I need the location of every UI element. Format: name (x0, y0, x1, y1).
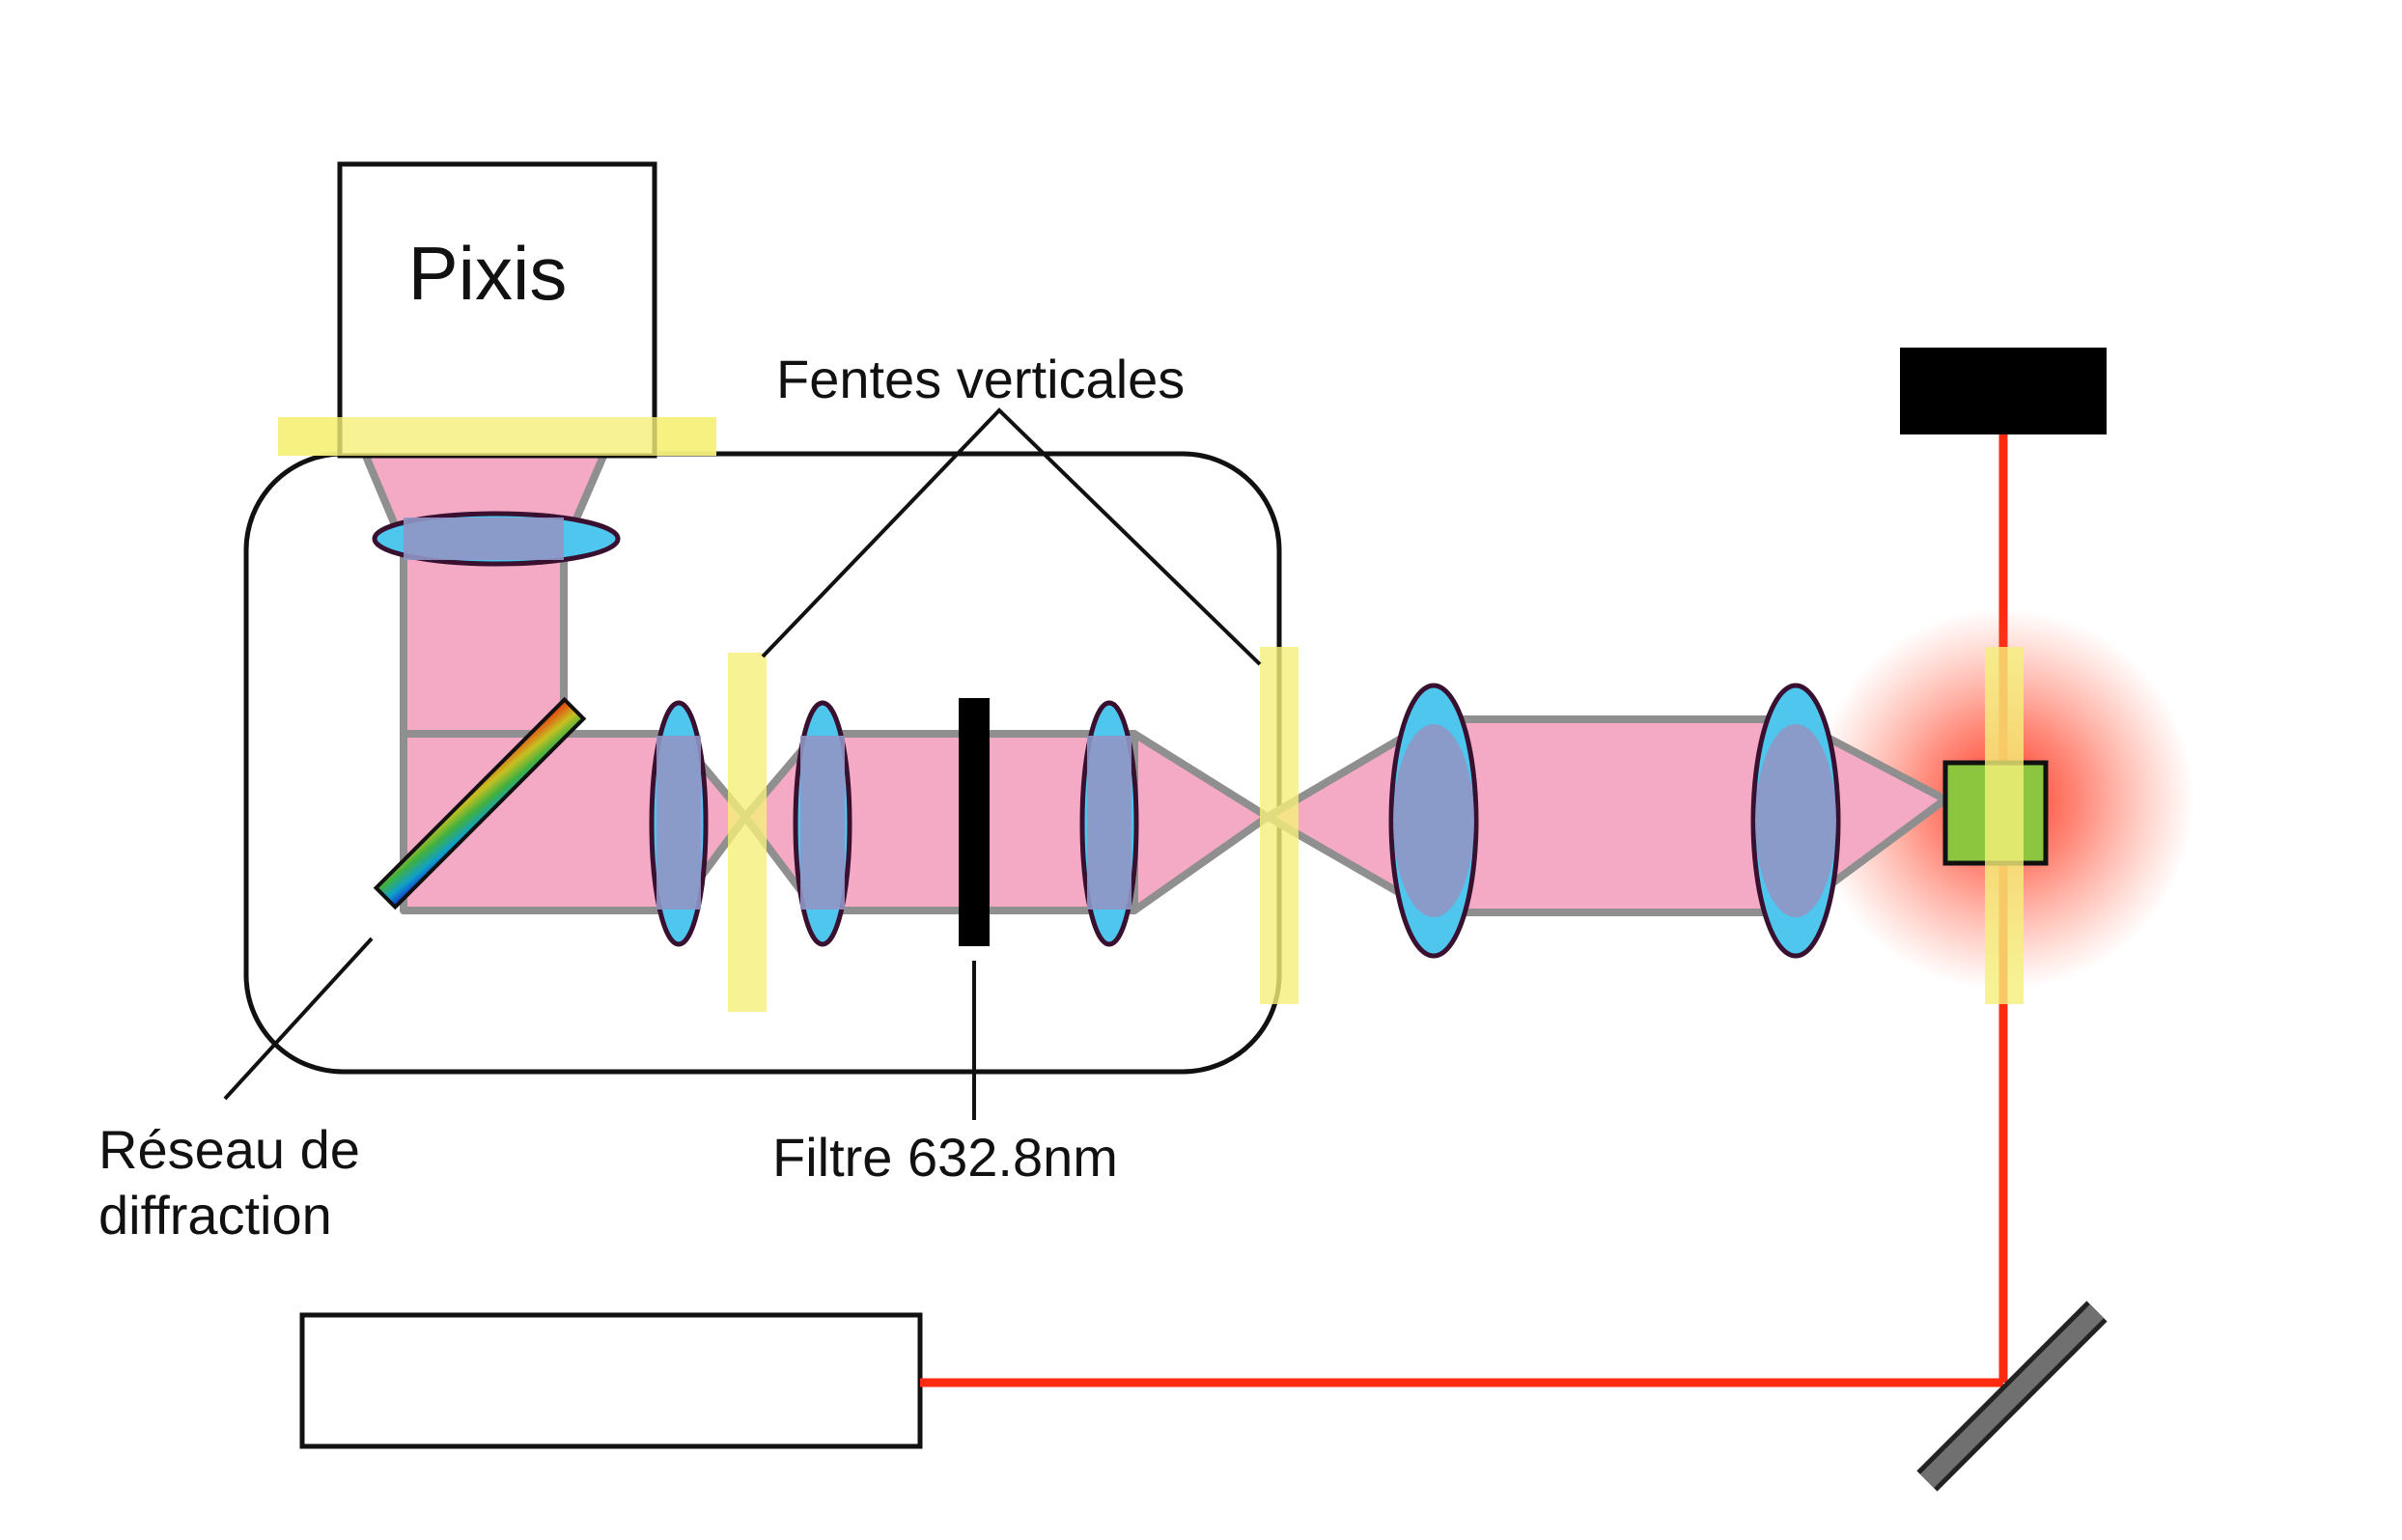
slit-1 (728, 653, 767, 1012)
leader-lines (223, 407, 1262, 1120)
filter-label: Filtre 632.8nm (772, 1127, 1118, 1188)
lens-overlap (404, 518, 1836, 917)
filter-632 (959, 698, 990, 946)
diffraction-grating (373, 696, 587, 910)
laser-source (299, 1312, 923, 1449)
camera-label: Pixis (408, 231, 568, 316)
laser-mirror (1916, 1301, 2108, 1492)
slits-label: Fentes verticales (776, 349, 1185, 409)
slit-sample (1985, 647, 2024, 1004)
grating-label-line1: Réseau de (98, 1119, 360, 1180)
collection-beam (361, 450, 1949, 916)
slit-2 (1260, 647, 1299, 1004)
beam-dump (1900, 348, 2107, 434)
grating-label-line2: diffraction (98, 1185, 332, 1246)
